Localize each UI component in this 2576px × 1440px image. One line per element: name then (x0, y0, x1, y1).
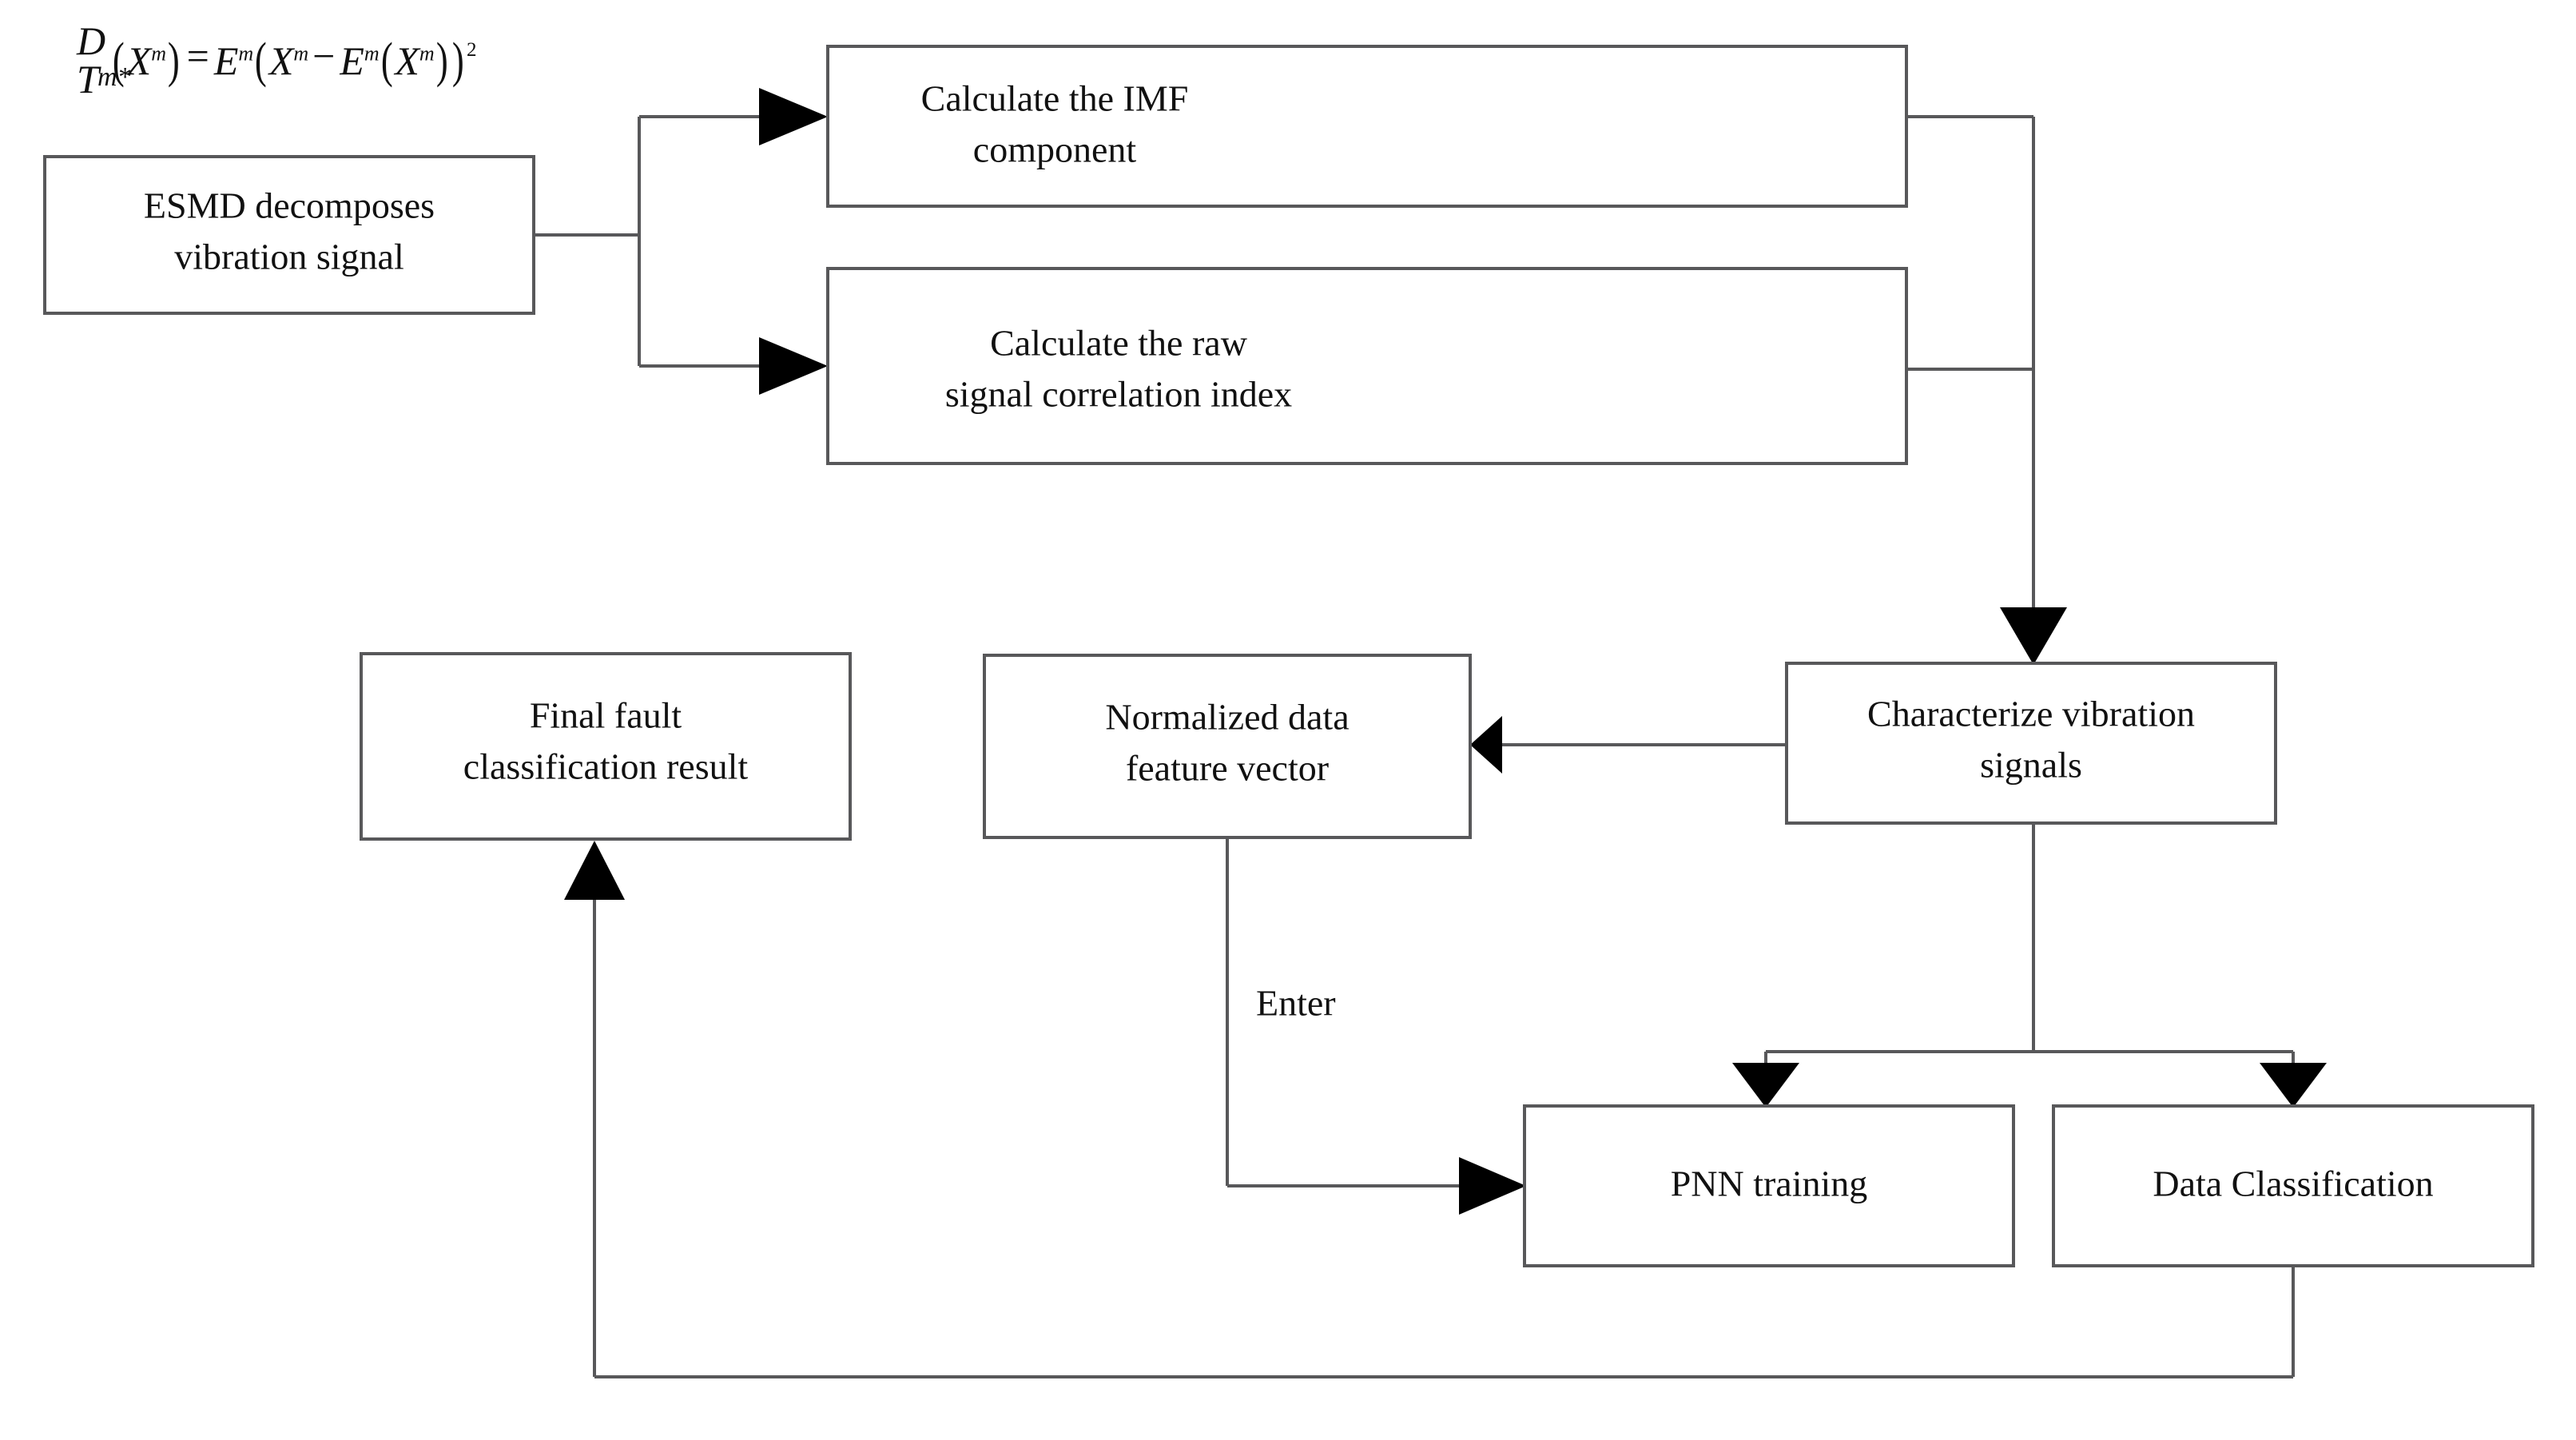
characterize-signals-box-line-2: signals (1980, 745, 2082, 786)
formula-x2: Xm (395, 38, 434, 83)
arrow-head-to-final-result (564, 841, 625, 900)
arrow-head-normalized-to-pnn (1459, 1157, 1526, 1215)
arrow-head-to-data-classification (2260, 1063, 2327, 1108)
formula-close-paren-3: ) (435, 34, 448, 88)
formula-fraction: D T m* (77, 18, 131, 102)
formula-x1: Xm (268, 38, 308, 83)
formula-equals: = (186, 34, 209, 79)
arrow-head-to-imf (759, 88, 828, 145)
calculate-correlation-box-line-2: signal correlation index (945, 374, 1292, 415)
formula-minus: − (312, 34, 336, 79)
formula-open-paren-2: ( (255, 34, 267, 88)
formula-close-paren-2: ) (452, 34, 465, 88)
data-classification-box[interactable]: Data Classification (2052, 1104, 2534, 1267)
formula-e1: Em (213, 38, 253, 83)
connector-normalized-to-pnn (1226, 837, 1459, 1187)
characterize-signals-box[interactable]: Characterize vibration signals (1785, 662, 2277, 825)
calculate-imf-box-line-1: Calculate the IMF (921, 78, 1189, 119)
calculate-correlation-box[interactable]: Calculate the raw signal correlation ind… (826, 267, 1908, 465)
normalized-feature-vector-box-line-2: feature vector (1126, 748, 1329, 789)
characterize-signals-box-line-1: Characterize vibration (1867, 694, 2195, 734)
arrow-head-to-pnn (1732, 1063, 1799, 1108)
formula-close-paren-1: ) (167, 34, 180, 88)
normalized-feature-vector-box-line-1: Normalized data (1105, 697, 1349, 738)
pnn-training-box[interactable]: PNN training (1523, 1104, 2015, 1267)
enter-edge-label: Enter (1256, 983, 1336, 1024)
normalized-feature-vector-box[interactable]: Normalized data feature vector (983, 654, 1472, 839)
data-classification-box-line-1: Data Classification (2153, 1164, 2433, 1204)
formula-numerator: D (77, 18, 106, 63)
formula-open-paren-3: ( (380, 34, 393, 88)
connector-dataclass-to-final-feedback (593, 900, 2295, 1378)
esmd-decomposes-box-line-1: ESMD decomposes (144, 185, 435, 226)
esmd-decomposes-box[interactable]: ESMD decomposes vibration signal (43, 155, 535, 315)
variance-formula: D T m* (Xm)=Em(Xm−Em(Xm))2 (77, 19, 476, 102)
final-fault-result-box-line-1: Final fault (530, 695, 682, 736)
formula-open-paren-1: ( (112, 34, 125, 88)
pnn-training-box-line-1: PNN training (1671, 1164, 1868, 1204)
final-fault-result-box-line-2: classification result (463, 746, 749, 787)
formula-e2: Em (340, 38, 379, 83)
formula-denominator: T (77, 57, 99, 101)
formula-subscript: m* (97, 62, 131, 92)
formula-exponent: 2 (466, 38, 477, 61)
arrow-head-to-correlation (759, 337, 828, 395)
esmd-decomposes-box-line-2: vibration signal (174, 237, 403, 277)
arrow-head-to-normalized (1470, 716, 1502, 774)
connector-characterize-to-pnn-and-dataclass (1764, 823, 2295, 1076)
final-fault-result-box[interactable]: Final fault classification result (360, 652, 852, 841)
calculate-imf-box[interactable]: Calculate the IMF component (826, 45, 1908, 208)
connector-esmd-split (534, 115, 759, 368)
arrow-head-to-characterize (2000, 607, 2067, 665)
calculate-imf-box-line-2: component (973, 129, 1137, 170)
calculate-correlation-box-line-1: Calculate the raw (990, 323, 1248, 364)
formula-lhs-var: Xm (126, 38, 166, 83)
